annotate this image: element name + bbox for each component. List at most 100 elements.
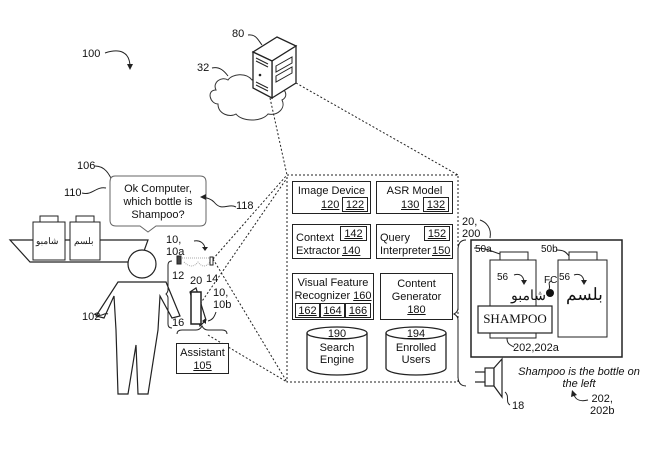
shelf-bottle-right-label: بلسم xyxy=(74,236,94,246)
search-engine-label-1: Search xyxy=(319,342,355,354)
display-bottle-b xyxy=(557,251,608,338)
image-device-ref: 120 xyxy=(321,199,340,211)
smart-glasses-icon xyxy=(176,255,214,267)
asr-model-label: ASR Model xyxy=(386,185,443,197)
visual-feature-label-2: Recognizer xyxy=(294,290,351,302)
query-interpreter-label-1: Query xyxy=(380,232,410,244)
visual-feature-sub-162: 162 xyxy=(295,303,320,318)
ref-10b-arrow xyxy=(207,311,217,322)
bottle-a-arabic: شامبو xyxy=(511,288,546,304)
smartphone-icon xyxy=(189,287,207,328)
bottle-b-arabic: بلسم xyxy=(566,285,603,305)
spoken-response-line-1: Shampoo is the bottle on xyxy=(518,366,640,378)
ref-10b-line-1: 10, xyxy=(213,287,229,299)
device-link-3 xyxy=(197,177,288,308)
ref-10a-line-2: 10a xyxy=(166,246,185,258)
content-generator-label-2: Generator xyxy=(391,291,442,303)
focus-point-icon xyxy=(546,289,554,297)
search-engine-ref: 190 xyxy=(327,328,347,340)
device-link-1 xyxy=(212,174,288,260)
device-link-4 xyxy=(207,334,288,383)
ref-202b-line-2: 202b xyxy=(590,405,615,417)
visual-feature-label-2-row: Recognizer 160 xyxy=(293,290,373,303)
display-bracket xyxy=(452,239,467,387)
content-generator-ref: 180 xyxy=(407,304,426,316)
ref-202b-arrow xyxy=(573,394,589,402)
ref-56-a: 56 xyxy=(497,272,509,283)
ref-80: 80 xyxy=(232,28,245,40)
ref-106: 106 xyxy=(77,160,96,172)
ref-118-leader xyxy=(201,196,237,208)
ref-10a-line-1: 10, xyxy=(166,234,182,246)
ref-100-arrowhead xyxy=(127,64,133,70)
server-link-right xyxy=(295,82,459,176)
ref-100: 100 xyxy=(82,48,101,60)
query-interpreter-ref: 150 xyxy=(432,245,451,257)
server-link-left xyxy=(269,97,288,176)
shelf-bottle-right xyxy=(69,215,101,261)
ref-200-line-1: 20, xyxy=(462,216,478,228)
search-engine-label-2: Engine xyxy=(319,354,355,366)
ref-118: 118 xyxy=(236,200,254,212)
query-text: Ok Computer, which bottle is Shampoo? xyxy=(112,183,204,222)
visual-feature-module: Visual Feature Recognizer 160 162 164 16… xyxy=(292,273,374,320)
ref-fc: FC xyxy=(544,275,558,286)
query-interpreter-label-2: Interpreter xyxy=(380,245,431,257)
ref-100-arrow xyxy=(104,50,131,68)
content-generator-label-1: Content xyxy=(397,278,436,290)
query-line-3: Shampoo? xyxy=(131,209,185,221)
assistant-box: Assistant 105 xyxy=(176,343,229,374)
ref-16: 16 xyxy=(172,317,185,329)
ref-56-b: 56 xyxy=(559,272,571,283)
assistant-label: Assistant xyxy=(180,347,225,359)
ref-202a-leader xyxy=(506,337,515,348)
ref-102: 102 xyxy=(82,311,101,323)
context-extractor-ref: 140 xyxy=(342,245,361,257)
query-interpreter-module: Query Interpreter 150 152 xyxy=(376,224,453,259)
assistant-ref: 105 xyxy=(193,360,212,372)
ref-110-leader xyxy=(81,187,107,195)
image-device-module: Image Device 120 122 xyxy=(292,181,371,214)
ref-200-leader xyxy=(479,219,491,239)
image-device-label: Image Device xyxy=(297,185,366,197)
context-extractor-label-1: Context xyxy=(296,232,334,244)
ref-50b-leader xyxy=(555,249,570,257)
context-extractor-sub: 142 xyxy=(340,226,367,241)
asr-model-module: ASR Model 130 132 xyxy=(376,181,453,214)
ref-32-leader xyxy=(211,67,229,77)
ref-202b: 202, 202b xyxy=(590,393,614,417)
server-icon xyxy=(251,36,298,100)
visual-feature-label-1: Visual Feature xyxy=(297,277,369,289)
ref-18: 18 xyxy=(512,400,525,412)
ref-50a-leader xyxy=(473,247,501,255)
enrolled-users-text: 194 Enrolled Users xyxy=(386,328,446,366)
ref-110: 110 xyxy=(64,187,82,199)
query-interpreter-sub: 152 xyxy=(424,226,450,241)
ref-10a-arrow xyxy=(193,240,206,249)
spoken-response: Shampoo is the bottle on the left xyxy=(505,366,653,390)
ref-50a: 50a xyxy=(475,244,492,255)
shampoo-label: SHAMPOO xyxy=(483,311,547,326)
query-line-2: which bottle is xyxy=(123,196,193,208)
ref-12: 12 xyxy=(172,270,185,282)
visual-feature-ref: 160 xyxy=(353,290,372,302)
speech-bubble xyxy=(109,175,207,233)
ref-10b: 10, 10b xyxy=(213,287,231,311)
ref-202b-line-1: 202, xyxy=(591,393,613,405)
shampoo-overlay xyxy=(477,305,553,334)
shelf-bottle-left-label: شامبو xyxy=(36,236,59,246)
ref-200-line-2: 200 xyxy=(462,228,481,240)
ref-10b-line-2: 10b xyxy=(213,299,232,311)
asr-model-sub: 132 xyxy=(423,197,449,212)
ref-10a: 10, 10a xyxy=(166,234,184,258)
search-engine-text: 190 Search Engine xyxy=(307,328,367,366)
ref-18-leader xyxy=(504,391,511,406)
ref-202a: 202,202a xyxy=(513,342,559,354)
visual-feature-sub-166: 166 xyxy=(345,303,371,318)
content-generator-module: Content Generator 180 xyxy=(380,273,453,320)
enrolled-users-label-2: Users xyxy=(401,354,431,366)
ref-20: 20 xyxy=(190,275,203,287)
enrolled-users-ref: 194 xyxy=(406,328,426,340)
speaker-icon xyxy=(475,357,503,399)
query-line-1: Ok Computer, xyxy=(124,183,192,195)
